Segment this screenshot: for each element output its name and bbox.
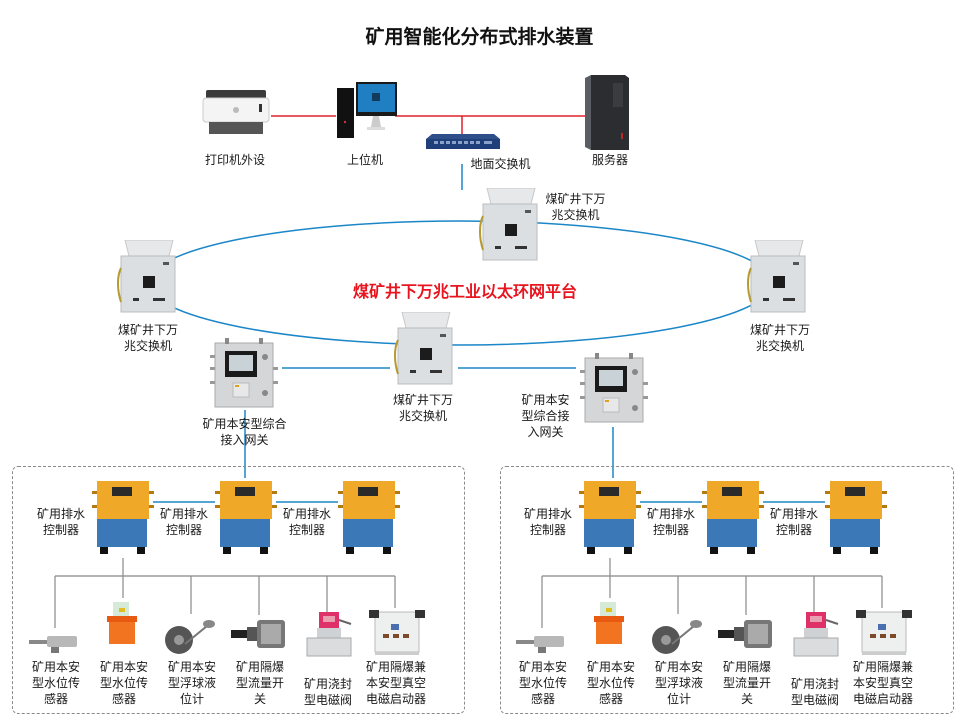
bottom-mine-switch-icon	[392, 312, 457, 386]
left-switch-label: 煤矿井下万 兆交换机	[117, 323, 178, 353]
field-device-label: 矿用本安 型水位传 感器	[518, 660, 567, 706]
drainage-controller-label: 矿用排水 控制器	[36, 507, 85, 537]
field-device-label: 矿用隔爆兼 本安型真空 电磁启动器	[852, 660, 913, 706]
solenoid-valve-icon	[793, 612, 839, 657]
field-device-label: 矿用本安 型水位传 感器	[31, 660, 80, 706]
top-mine-switch-icon	[477, 188, 542, 262]
drainage-controller-label: 矿用排水 控制器	[159, 507, 208, 537]
drainage-controller-label: 矿用排水 控制器	[523, 507, 572, 537]
rod-level-sensor-icon	[516, 636, 564, 653]
field-device-label: 矿用本安 型水位传 感器	[99, 660, 148, 706]
orange-level-sensor-icon	[594, 602, 624, 644]
field-device-label: 矿用本安 型浮球液 位计	[167, 660, 216, 706]
field-device-label: 矿用浇封 型电磁阀	[790, 677, 839, 707]
top-switch-label: 煤矿井下万 兆交换机	[545, 192, 606, 222]
right-switch-label: 煤矿井下万 兆交换机	[749, 323, 810, 353]
drainage-group-2-box	[500, 466, 954, 714]
drainage-controller-icon	[825, 479, 887, 555]
field-device-label: 矿用隔爆 型流量开 关	[722, 660, 771, 706]
sensor-branch-tree-1	[54, 558, 396, 628]
drainage-controller-label: 矿用排水 控制器	[769, 507, 818, 537]
server-label: 服务器	[591, 153, 628, 167]
ring-platform-label: 煤矿井下万兆工业以太环网平台	[352, 282, 577, 301]
orange-level-sensor-icon	[107, 602, 137, 644]
vacuum-starter-icon	[856, 610, 912, 655]
float-ball-gauge-icon	[652, 620, 702, 654]
drainage-controller-label: 矿用排水 控制器	[282, 507, 331, 537]
float-ball-gauge-icon	[165, 620, 215, 654]
server-icon	[585, 75, 629, 150]
drainage-controller-label: 矿用排水 控制器	[646, 507, 695, 537]
drainage-controller-icon	[702, 479, 764, 555]
right-gateway-label: 矿用本安 型综合接 入网关	[521, 393, 570, 439]
drainage-controller-icon	[92, 479, 154, 555]
drainage-controller-icon	[338, 479, 400, 555]
flow-switch-icon	[718, 620, 772, 648]
host-label: 上位机	[346, 153, 383, 167]
field-device-label: 矿用隔爆兼 本安型真空 电磁启动器	[365, 660, 426, 706]
drainage-controller-icon	[579, 479, 641, 555]
rod-level-sensor-icon	[29, 636, 77, 653]
page-title: 矿用智能化分布式排水装置	[365, 26, 594, 48]
right-gateway-icon	[579, 352, 649, 424]
ground-switch-label: 地面交换机	[470, 157, 531, 171]
left-gateway-label: 矿用本安型综合 接入网关	[202, 417, 287, 447]
drainage-controller-icon	[215, 479, 277, 555]
drainage-group-1-box	[12, 466, 465, 714]
field-device-label: 矿用隔爆 型流量开 关	[235, 660, 284, 706]
field-device-label: 矿用浇封 型电磁阀	[303, 677, 352, 707]
left-gateway-icon	[209, 337, 279, 409]
host-computer-icon	[337, 82, 397, 138]
field-device-label: 矿用本安 型浮球液 位计	[654, 660, 703, 706]
printer-icon	[202, 90, 270, 134]
printer-label: 打印机外设	[204, 153, 265, 167]
right-mine-switch-icon	[745, 240, 810, 314]
left-mine-switch-icon	[115, 240, 180, 314]
flow-switch-icon	[231, 620, 285, 648]
solenoid-valve-icon	[306, 612, 352, 657]
bottom-switch-label: 煤矿井下万 兆交换机	[392, 393, 453, 423]
ground-switch-icon	[426, 134, 500, 149]
vacuum-starter-icon	[369, 610, 425, 655]
sensor-branch-tree-2	[541, 558, 883, 628]
field-device-label: 矿用本安 型水位传 感器	[586, 660, 635, 706]
